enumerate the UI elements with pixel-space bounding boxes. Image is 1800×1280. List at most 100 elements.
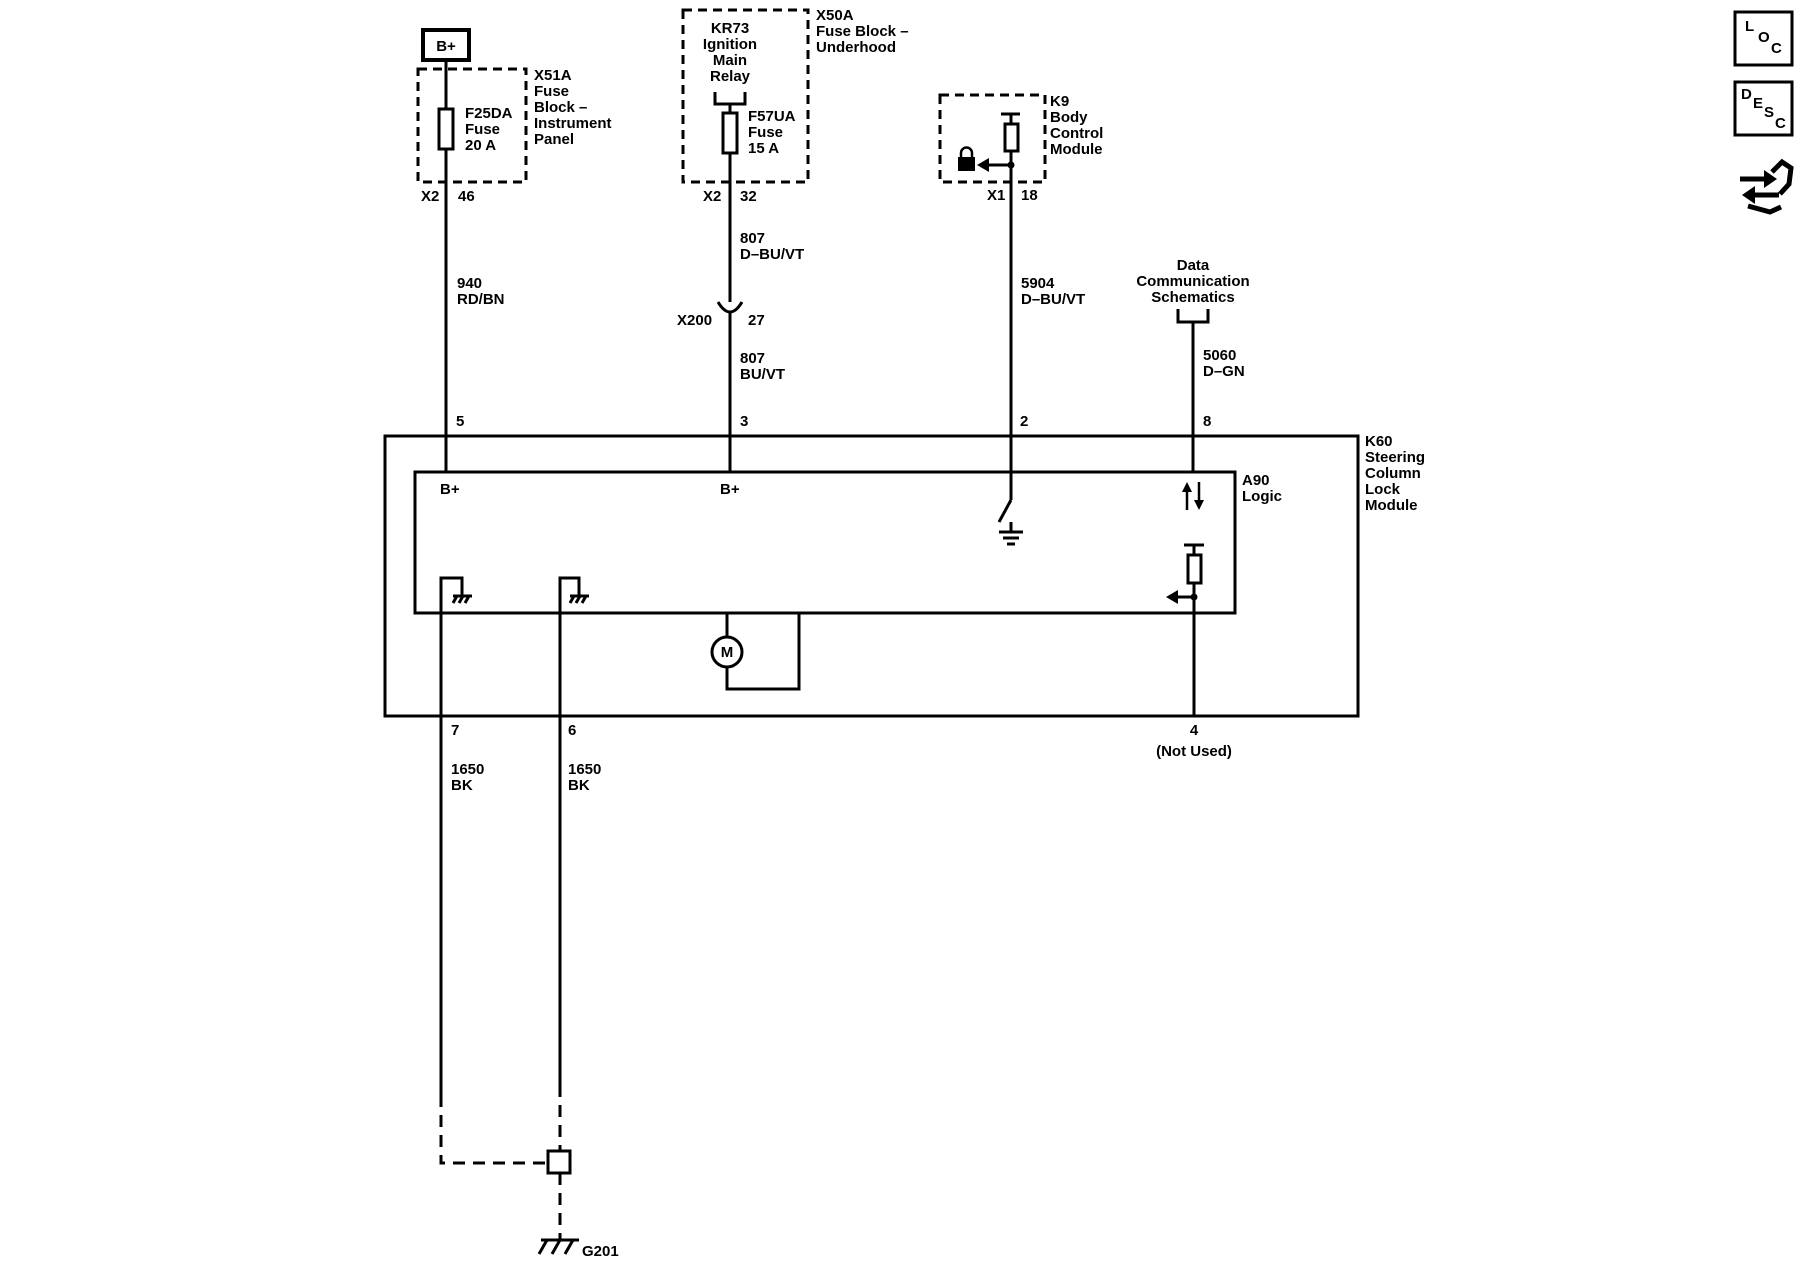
svg-text:Module: Module <box>1050 141 1103 158</box>
wire-5060-label: 5060 D–GN <box>1203 347 1245 380</box>
x200-pin-label: 27 <box>748 312 765 329</box>
svg-text:Control: Control <box>1050 125 1103 142</box>
svg-text:Module: Module <box>1365 497 1418 514</box>
k9-module-label: K9 Body Control Module <box>1050 93 1103 158</box>
svg-text:K60: K60 <box>1365 433 1393 450</box>
svg-text:Steering: Steering <box>1365 449 1425 466</box>
x51a-connector-label: X2 <box>421 188 439 205</box>
logic-ground-7-icon <box>451 594 472 604</box>
k9-pin-label: 18 <box>1021 187 1038 204</box>
svg-text:C: C <box>1775 115 1786 132</box>
svg-text:1650: 1650 <box>568 761 601 778</box>
svg-text:O: O <box>1758 29 1770 46</box>
wire-807-upper-label: 807 D–BU/VT <box>740 230 804 263</box>
k60-pin-2: 2 <box>1020 413 1028 430</box>
switch-ground-icon <box>999 530 1023 546</box>
k60-pin-4-not-used: (Not Used) <box>1156 743 1232 760</box>
k60-pin-8: 8 <box>1203 413 1211 430</box>
relay-kr73-label: KR73 Ignition Main Relay <box>703 20 757 85</box>
svg-text:940: 940 <box>457 275 482 292</box>
svg-text:D–GN: D–GN <box>1203 363 1245 380</box>
k9-resistor-icon <box>1003 122 1020 153</box>
svg-text:S: S <box>1764 104 1774 121</box>
connector-swap-icon[interactable] <box>1740 158 1794 215</box>
a90-bplus-input-2: B+ <box>720 481 740 498</box>
svg-text:X51A: X51A <box>534 67 572 84</box>
svg-text:C: C <box>1771 40 1782 57</box>
k9-output-arrow-icon <box>977 158 989 172</box>
svg-text:RD/BN: RD/BN <box>457 291 505 308</box>
fuse-f57ua-label: F57UA Fuse 15 A <box>748 108 796 157</box>
svg-text:Logic: Logic <box>1242 488 1282 505</box>
svg-text:Instrument: Instrument <box>534 115 612 132</box>
logic-ground-6-lead <box>558 576 581 716</box>
k60-pin-3: 3 <box>740 413 748 430</box>
relay-kr73-icon <box>713 92 747 113</box>
x51a-fuse-block-label: X51A Fuse Block – Instrument Panel <box>534 67 612 148</box>
splice-block-icon <box>546 1149 572 1175</box>
k60-module-outline <box>383 434 1360 718</box>
ground-g201-label: G201 <box>582 1243 619 1260</box>
motor-label: M <box>721 644 734 661</box>
svg-text:20 A: 20 A <box>465 137 496 154</box>
data-communication-bracket <box>1176 309 1210 324</box>
x51a-pin-label: 46 <box>458 188 475 205</box>
svg-text:807: 807 <box>740 230 765 247</box>
battery-plus-label: B+ <box>436 38 456 55</box>
k60-pin-7: 7 <box>451 722 459 739</box>
a90-resistor-icon <box>1186 553 1203 585</box>
serial-data-arrows-icon <box>1182 482 1204 510</box>
svg-text:Fuse: Fuse <box>534 83 569 100</box>
description-view-button[interactable]: D E S C <box>1733 80 1794 137</box>
wire-807-lower-label: 807 BU/VT <box>740 350 785 383</box>
svg-text:Schematics: Schematics <box>1151 289 1234 306</box>
fuse-f25da-icon <box>437 107 455 151</box>
wire-1650-pin7-label: 1650 BK <box>451 761 484 794</box>
svg-text:Lock: Lock <box>1365 481 1401 498</box>
a90-bplus-input-1: B+ <box>440 481 460 498</box>
svg-text:Panel: Panel <box>534 131 574 148</box>
k60-module-label: K60 Steering Column Lock Module <box>1365 433 1425 514</box>
svg-text:Underhood: Underhood <box>816 39 896 56</box>
wire-1650-pin7-splice <box>439 1095 548 1165</box>
data-communication-schematics-link[interactable]: Data Communication Schematics <box>1136 257 1249 306</box>
svg-text:K9: K9 <box>1050 93 1069 110</box>
svg-text:5060: 5060 <box>1203 347 1236 364</box>
wire-1650-pin6-label: 1650 BK <box>568 761 601 794</box>
svg-text:X50A: X50A <box>816 7 854 24</box>
svg-text:BK: BK <box>568 777 590 794</box>
x200-connector-label: X200 <box>677 312 712 329</box>
fuse-f57ua-icon <box>721 111 739 155</box>
x50a-connector-label: X2 <box>703 188 721 205</box>
svg-text:L: L <box>1745 18 1754 35</box>
x50a-fuse-block-label: X50A Fuse Block – Underhood <box>816 7 909 56</box>
x50a-pin-label: 32 <box>740 188 757 205</box>
switch-lead <box>997 499 1013 523</box>
x51a-fuse-block-outline <box>416 67 528 184</box>
svg-text:1650: 1650 <box>451 761 484 778</box>
logic-ground-6-icon <box>568 594 589 604</box>
svg-text:F57UA: F57UA <box>748 108 796 125</box>
motor-return-lead <box>725 613 801 691</box>
svg-text:Main: Main <box>713 52 747 69</box>
svg-text:Fuse Block –: Fuse Block – <box>816 23 909 40</box>
location-view-button[interactable]: L O C <box>1733 10 1794 67</box>
svg-text:A90: A90 <box>1242 472 1270 489</box>
svg-text:KR73: KR73 <box>711 20 749 37</box>
svg-text:E: E <box>1753 95 1763 112</box>
svg-text:Fuse: Fuse <box>748 124 783 141</box>
k60-pin-6: 6 <box>568 722 576 739</box>
svg-text:Data: Data <box>1177 257 1210 274</box>
svg-text:BK: BK <box>451 777 473 794</box>
svg-text:Communication: Communication <box>1136 273 1249 290</box>
svg-text:Block –: Block – <box>534 99 587 116</box>
a90-input-arrow-icon <box>1166 590 1178 604</box>
svg-text:Ignition: Ignition <box>703 36 757 53</box>
svg-text:Relay: Relay <box>710 68 751 85</box>
logic-ground-7-lead <box>439 576 464 716</box>
ground-g201-icon <box>537 1238 579 1255</box>
a90-logic-block <box>413 470 1237 615</box>
x200-connector-icon <box>716 301 744 314</box>
svg-text:Fuse: Fuse <box>465 121 500 138</box>
